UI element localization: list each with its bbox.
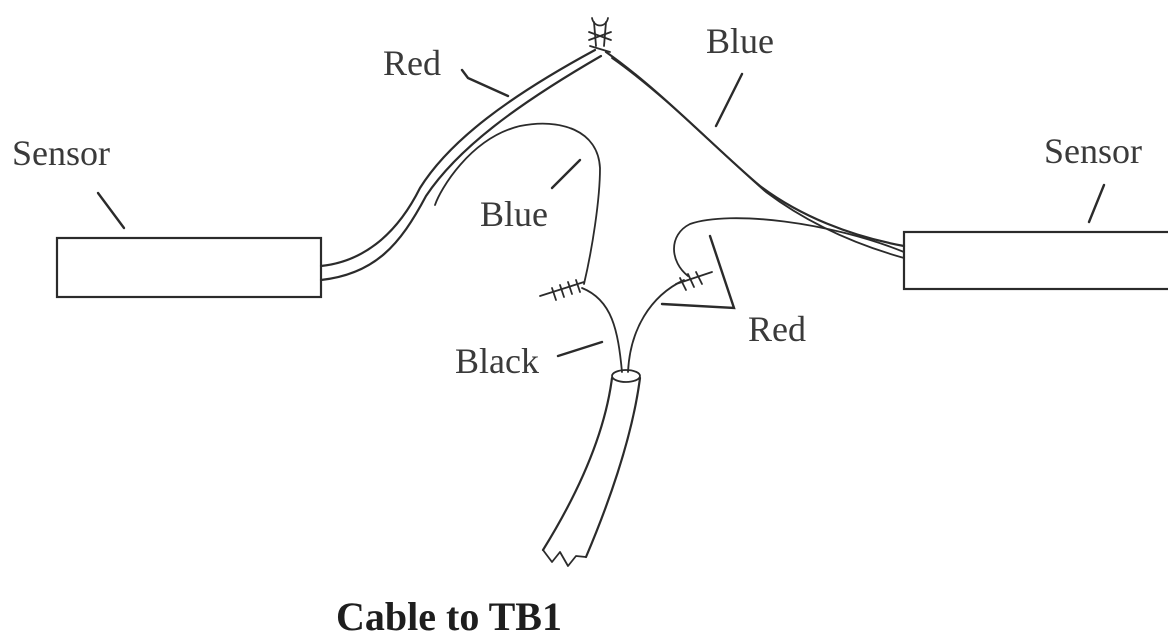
leader-red-right	[660, 234, 736, 310]
left-sensor-cable	[319, 48, 603, 282]
red-loop-wire	[673, 217, 905, 277]
leader-sensor-right	[1087, 183, 1106, 224]
black-wires	[581, 279, 685, 373]
blue-loop-wire	[434, 122, 601, 285]
left-sensor-body	[55, 236, 323, 299]
label-red-top: Red	[383, 43, 441, 83]
leader-blue-middle	[550, 158, 582, 190]
right-sensor-body	[902, 230, 1168, 291]
leader-sensor-left	[96, 191, 126, 230]
leader-black	[556, 340, 604, 358]
label-red-right: Red	[748, 309, 806, 349]
leader-blue-top	[714, 72, 744, 128]
label-blue-middle: Blue	[480, 194, 548, 234]
label-black: Black	[455, 341, 539, 381]
label-sensor-left: Sensor	[12, 133, 110, 173]
blue-wire-right	[604, 50, 906, 259]
caption: Cable to TB1	[336, 594, 562, 639]
label-sensor-right: Sensor	[1044, 131, 1142, 171]
right-splice	[675, 271, 713, 291]
top-splice	[588, 17, 612, 53]
tb1-cable	[541, 369, 642, 567]
leader-red-top	[460, 68, 510, 98]
label-blue-top: Blue	[706, 21, 774, 61]
left-splice	[539, 279, 585, 301]
